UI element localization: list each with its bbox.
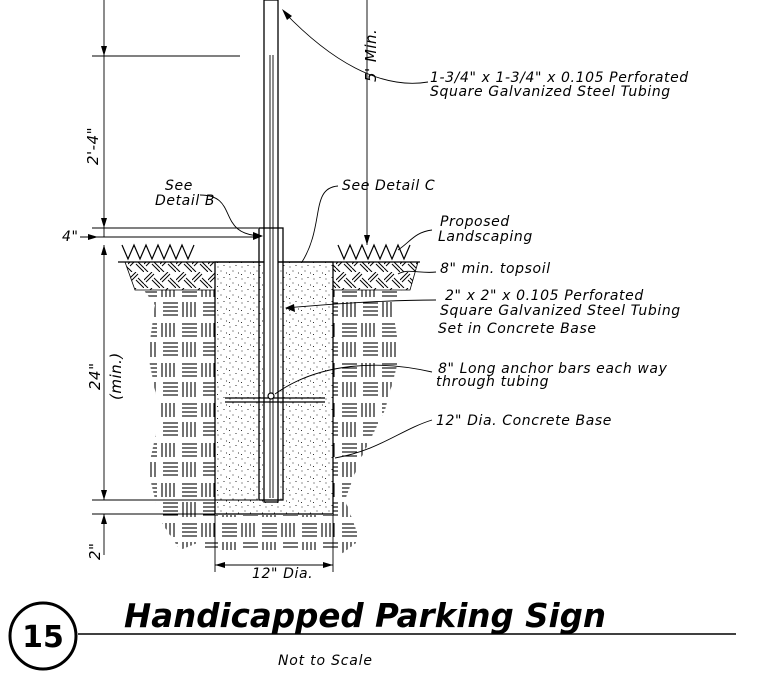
dim-2-4-label: 2'-4" bbox=[84, 127, 102, 165]
leader-lines bbox=[199, 11, 437, 459]
see-detail-b-line1: See bbox=[165, 178, 193, 194]
base-tubing-line1: 2" x 2" x 0.105 Perforated bbox=[445, 288, 644, 304]
anchor-bar bbox=[225, 392, 325, 403]
soil-left bbox=[125, 262, 215, 550]
see-detail-b-line2: Detail B bbox=[155, 193, 215, 209]
detail-number: 15 bbox=[22, 620, 64, 655]
landscaping-line1: Proposed bbox=[440, 214, 510, 230]
scale-note: Not to Scale bbox=[278, 653, 373, 669]
title-block: 15 Handicapped Parking Sign Not to Scale bbox=[8, 596, 736, 671]
topsoil-left bbox=[124, 261, 216, 291]
grass-left bbox=[118, 243, 215, 263]
leader-arrows bbox=[253, 9, 295, 312]
landscaping-line2: Landscaping bbox=[438, 229, 533, 245]
dim-12-dia-label: 12" Dia. bbox=[252, 566, 313, 582]
dim-min-label: (min.) bbox=[107, 352, 125, 400]
steel-post bbox=[258, 0, 284, 503]
dimension-arrows bbox=[88, 46, 370, 568]
detail-title: Handicapped Parking Sign bbox=[124, 596, 606, 635]
soil-right bbox=[333, 262, 418, 555]
see-detail-c: See Detail C bbox=[342, 178, 435, 194]
dim-4in-label: 4" bbox=[62, 229, 79, 245]
detail-number-circle bbox=[8, 601, 78, 671]
dimension-lines bbox=[80, 0, 368, 572]
topsoil-label: 8" min. topsoil bbox=[440, 261, 551, 277]
five-min-label: 5' Min. bbox=[362, 29, 380, 82]
anchor-bars-line1: 8" Long anchor bars each way bbox=[438, 361, 668, 377]
top-tubing-label-line2: Square Galvanized Steel Tubing bbox=[430, 84, 671, 100]
top-tubing-label-line1: 1-3/4" x 1-3/4" x 0.105 Perforated bbox=[430, 70, 689, 86]
base-tubing-line2: Square Galvanized Steel Tubing bbox=[440, 303, 681, 319]
dim-24-label: 24" bbox=[86, 363, 104, 391]
dim-2in-label: 2" bbox=[86, 543, 104, 560]
soil-bottom bbox=[205, 515, 345, 550]
anchor-bars-line2: through tubing bbox=[436, 374, 549, 390]
grass-right bbox=[333, 243, 420, 263]
topsoil-right bbox=[332, 261, 419, 291]
base-tubing-line3: Set in Concrete Base bbox=[438, 321, 597, 337]
concrete-base-label: 12" Dia. Concrete Base bbox=[436, 413, 612, 429]
